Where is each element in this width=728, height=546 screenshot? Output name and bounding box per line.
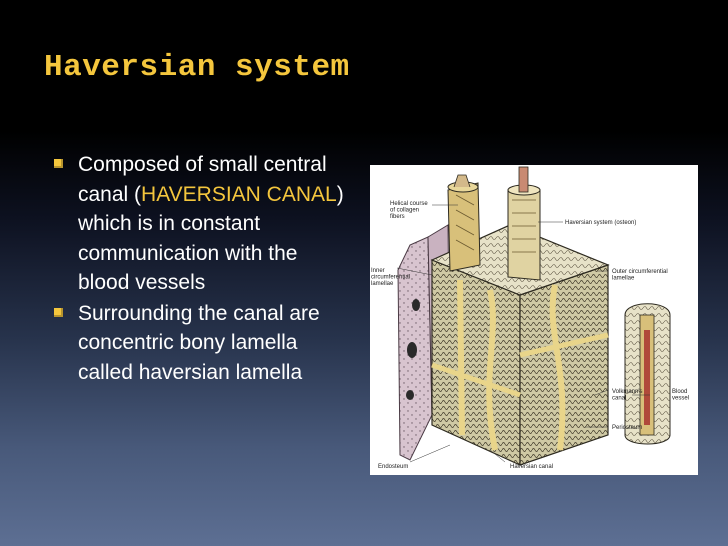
- label-inner-circumferential: Inner circumferential lamellae: [371, 268, 412, 287]
- label-volkmann: Volkmann's canal: [612, 389, 644, 402]
- square-bullet-icon: [54, 307, 63, 317]
- bullet-item: Surrounding the canal are concentric bon…: [48, 299, 348, 388]
- slide-title: Haversian system: [44, 50, 350, 85]
- label-endosteum: Endosteum: [378, 464, 408, 470]
- bone-illustration: Helical course of collagen fibers Havers…: [371, 166, 689, 470]
- bullet-text-prefix: Composed of small central canal (: [78, 153, 327, 206]
- bullet-text-suffix: ) which is in constant communication wit…: [78, 182, 344, 295]
- bullet-list: Composed of small central canal (HAVERSI…: [48, 150, 348, 388]
- label-outer-circumferential: Outer circumferential lamellae: [612, 269, 669, 282]
- bullet-item: Composed of small central canal (HAVERSI…: [48, 150, 348, 298]
- label-haversian-canal: Haversian canal: [510, 464, 553, 470]
- square-bullet-icon: [54, 159, 63, 168]
- label-periosteum: Periosteum: [612, 425, 642, 431]
- label-blood-vessel: Blood vessel: [672, 389, 689, 402]
- label-osteon: Haversian system (osteon): [565, 220, 636, 226]
- label-helical: Helical course of collagen fibers: [390, 201, 429, 220]
- bullet-text: Surrounding the canal are concentric bon…: [78, 301, 320, 384]
- bone-structure-diagram: Helical course of collagen fibers Havers…: [370, 165, 698, 475]
- bullet-highlight: HAVERSIAN CANAL: [141, 182, 337, 206]
